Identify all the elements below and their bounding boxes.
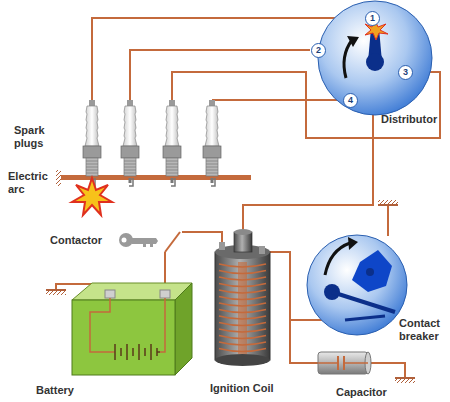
part-label: Distributor: [381, 113, 437, 126]
hv-wires-part: [290, 320, 318, 363]
callout-number: 3: [398, 65, 413, 80]
capacitor-part: [318, 362, 368, 364]
coil-winding: [219, 271, 266, 274]
ignition-coil-part: [215, 252, 270, 360]
capacitor: [318, 352, 371, 374]
part-label: Contactor: [50, 234, 102, 247]
callout-number: 4: [343, 93, 358, 108]
part-label: Electric arc: [8, 170, 60, 196]
battery-part: [115, 344, 157, 360]
hv-wires-part: [387, 206, 389, 236]
ignition-coil-part: [215, 354, 270, 366]
battery: [72, 283, 192, 375]
battery-part: [72, 283, 192, 300]
distributor-part: [347, 36, 359, 47]
capacitor-part: [318, 352, 368, 374]
distributor-part: [318, 1, 432, 115]
contact-breaker-part: [366, 268, 374, 276]
spark-plug-part: [163, 100, 181, 186]
battery-part: [160, 290, 170, 298]
contactor-key-part: [119, 233, 133, 247]
part-label: Spark plugs: [14, 124, 66, 150]
ground-symbol-part: [395, 378, 415, 383]
spark-plug-part: [83, 100, 101, 186]
distributor: [318, 1, 432, 115]
ignition-coil-part: [219, 242, 225, 250]
callout-number: 1: [365, 11, 380, 26]
part-label: Battery: [36, 384, 74, 397]
spark-plug-part: [121, 100, 139, 186]
contactor-key-part: [132, 238, 158, 247]
contact-breaker-part: [352, 250, 392, 292]
ground-symbol-part: [56, 170, 61, 186]
ground-symbol-part: [378, 204, 398, 206]
callout-number-text: 4: [348, 96, 353, 105]
capacitor-part: [338, 356, 344, 370]
part-label: Ignition Coil: [210, 382, 274, 395]
part-label: Contact breaker: [399, 317, 447, 343]
ignition-coil-part: [234, 229, 252, 235]
hv-wires-part: [368, 363, 405, 378]
battery-part: [157, 351, 160, 353]
ignition-coil-part: [259, 246, 265, 254]
contact-breaker-part: [345, 316, 385, 320]
electric-arc: [72, 178, 112, 215]
contact-breaker-part: [332, 292, 395, 312]
coil-winding: [219, 284, 266, 287]
spark-plug-part: [203, 100, 221, 186]
callout-number-text: 3: [403, 68, 408, 77]
callout-number: 2: [311, 43, 326, 58]
coil-winding: [219, 342, 266, 345]
ignition-coil: [215, 229, 270, 366]
hv-wires-part: [130, 50, 310, 100]
contactor-key-part: [165, 232, 180, 252]
callout-number-text: 2: [316, 46, 321, 55]
spark-plug: [83, 100, 221, 186]
coil-winding: [219, 336, 266, 339]
part-label: Capacitor: [336, 386, 387, 399]
ground-symbol: [46, 170, 415, 383]
battery-part: [90, 298, 165, 352]
contact-breaker-part: [307, 235, 407, 335]
coil-winding: [219, 316, 266, 319]
contactor-key: [119, 232, 180, 252]
contact-breaker-part: [348, 237, 358, 250]
ground-symbol-part: [46, 289, 66, 291]
battery-part: [72, 300, 175, 375]
coil-winding: [219, 329, 266, 332]
ignition-coil-part: [238, 262, 247, 354]
contact-breaker: [307, 235, 407, 335]
hv-wires-part: [212, 99, 342, 101]
ground-symbol-part: [46, 290, 66, 295]
distributor-part: [366, 53, 384, 71]
coil-winding: [219, 323, 266, 326]
coil-winding: [219, 264, 266, 267]
contactor-key-part: [122, 238, 127, 243]
coil-winding: [219, 303, 266, 306]
ignition-coil-part: [219, 264, 266, 352]
coil-winding: [219, 290, 266, 293]
battery-part: [105, 290, 115, 298]
battery-part: [175, 283, 192, 375]
hv-wires-part: [182, 232, 222, 244]
callout-number-text: 1: [370, 14, 375, 23]
distributor-part: [344, 40, 352, 78]
coil-winding: [219, 277, 266, 280]
ground-symbol-part: [395, 377, 415, 379]
contact-breaker-part: [325, 243, 350, 275]
coil-winding: [219, 297, 266, 300]
ground-symbol-part: [378, 200, 398, 205]
coil-winding: [219, 349, 266, 352]
coil-winding: [219, 310, 266, 313]
